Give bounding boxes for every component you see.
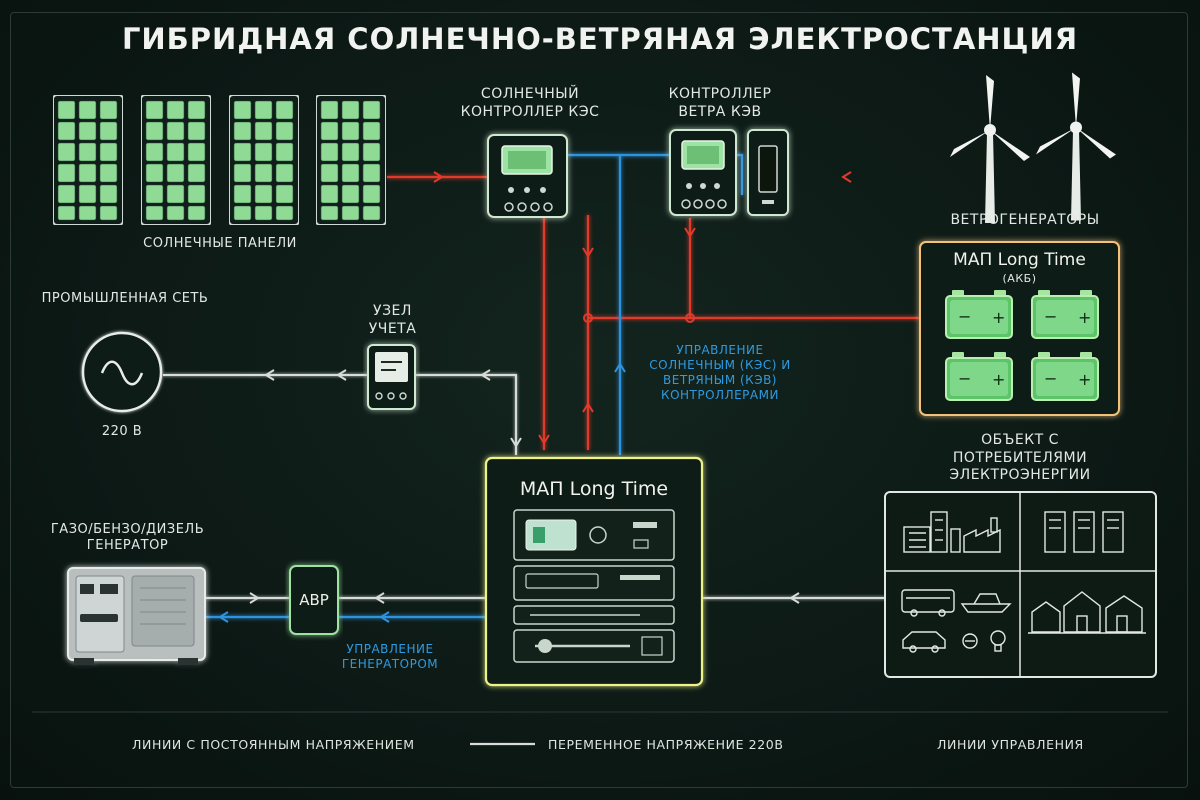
solar-panels-label: СОЛНЕЧНЫЕ ПАНЕЛИ bbox=[143, 236, 297, 251]
factory-icon bbox=[963, 517, 1001, 553]
wind-controller-device bbox=[669, 129, 789, 216]
boat-icon bbox=[960, 593, 1012, 613]
map-rack bbox=[513, 509, 675, 663]
legend-dc-label: ЛИНИИ С ПОСТОЯННЫМ НАПРЯЖЕНИЕМ bbox=[132, 737, 415, 752]
dc-node-2 bbox=[685, 313, 695, 323]
wind-turbine-2 bbox=[1036, 72, 1116, 221]
battery-icon-2 bbox=[1031, 290, 1099, 339]
lightbulb-icon bbox=[990, 630, 1006, 652]
battery-icon-3 bbox=[945, 352, 1013, 401]
generator-device bbox=[67, 567, 206, 665]
solar-panel-2 bbox=[141, 95, 211, 225]
appliance-icon bbox=[962, 633, 978, 649]
energy-meter-device bbox=[367, 344, 416, 410]
dc-lines bbox=[387, 175, 920, 450]
control-lines bbox=[205, 153, 744, 619]
meter-label: УЗЕЛ УЧЕТА bbox=[368, 303, 417, 337]
battery-icon-4 bbox=[1031, 352, 1099, 401]
legend-ac-label: ПЕРЕМЕННОЕ НАПРЯЖЕНИЕ 220В bbox=[548, 737, 784, 752]
wind-generators-label: ВЕТРОГЕНЕРАТОРЫ bbox=[950, 212, 1100, 228]
solar-controller-device bbox=[487, 134, 568, 218]
bus-icon bbox=[901, 589, 955, 617]
consumers-box bbox=[884, 491, 1157, 678]
wind-controller-label: КОНТРОЛЛЕР ВЕТРА КЭВ bbox=[668, 86, 772, 120]
outer-frame bbox=[10, 12, 1188, 788]
page-title: ГИБРИДНАЯ СОЛНЕЧНО-ВЕТРЯНАЯ ЭЛЕКТРОСТАНЦ… bbox=[121, 22, 1079, 56]
controllers-control-label: УПРАВЛЕНИЕ СОЛНЕЧНЫМ (КЭС) И ВЕТРЯНЫМ (К… bbox=[649, 343, 791, 402]
legend-control-label: ЛИНИИ УПРАВЛЕНИЯ bbox=[937, 737, 1084, 752]
abr-box bbox=[289, 565, 339, 635]
solar-panel-1 bbox=[53, 95, 123, 225]
solar-panels bbox=[53, 95, 386, 225]
ac-lines bbox=[163, 374, 885, 599]
dc-node-1 bbox=[583, 313, 593, 323]
buildings-icon bbox=[903, 511, 961, 553]
grid-label: ПРОМЫШЛЕННАЯ СЕТЬ bbox=[41, 291, 209, 306]
consumer-icons bbox=[901, 511, 1146, 653]
abr-label: АВР bbox=[299, 591, 329, 609]
grid-ac-source bbox=[81, 331, 163, 413]
generator-control-label: УПРАВЛЕНИЕ ГЕНЕРАТОРОМ bbox=[341, 642, 439, 671]
grid-voltage: 220 В bbox=[101, 424, 143, 439]
ac-arrows bbox=[249, 369, 800, 604]
battery-title: МАП Long Time bbox=[953, 250, 1086, 270]
control-arrows bbox=[218, 362, 626, 623]
wind-turbine-1 bbox=[950, 75, 1030, 223]
solar-panel-3 bbox=[229, 95, 299, 225]
houses-icon bbox=[1028, 591, 1146, 634]
generator-label: ГАЗО/БЕНЗО/ДИЗЕЛЬ ГЕНЕРАТОР bbox=[50, 522, 205, 554]
car-icon bbox=[902, 631, 946, 653]
map-unit-title: МАП Long Time bbox=[519, 478, 669, 500]
consumers-label: ОБЪЕКТ С ПОТРЕБИТЕЛЯМИ ЭЛЕКТРОЭНЕРГИИ bbox=[949, 432, 1091, 483]
solar-controller-label: СОЛНЕЧНЫЙ КОНТРОЛЛЕР КЭС bbox=[460, 86, 600, 120]
battery-subtitle: (АКБ) bbox=[1002, 272, 1037, 285]
battery-icon-1 bbox=[945, 290, 1013, 339]
solar-panel-4 bbox=[316, 95, 386, 225]
server-rack-icon bbox=[1044, 511, 1124, 553]
